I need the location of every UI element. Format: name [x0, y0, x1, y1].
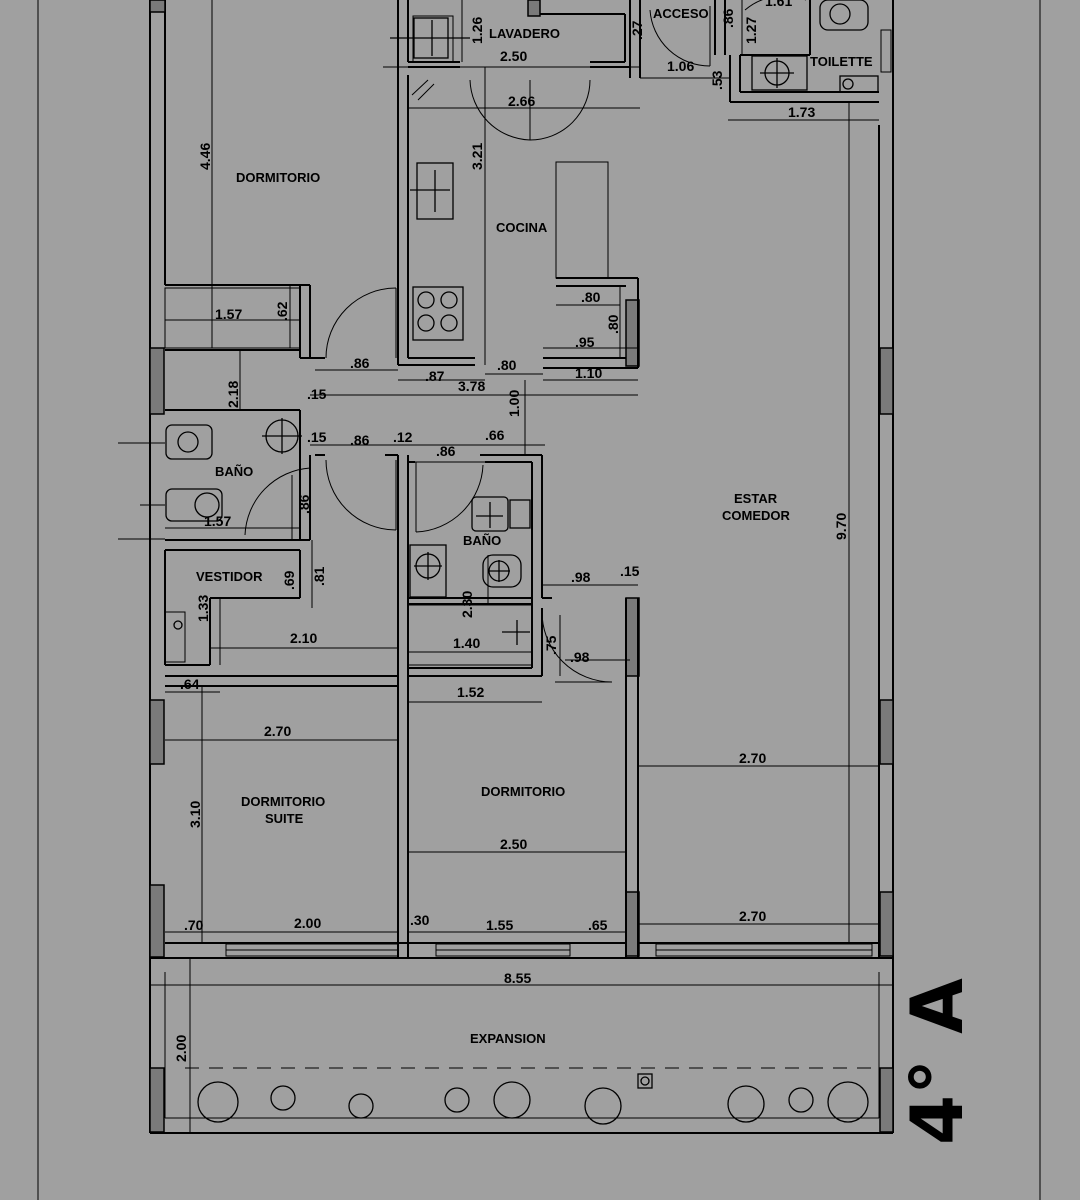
- dim-label: .95: [575, 334, 595, 350]
- dim-label: 3.21: [469, 143, 485, 170]
- dim-label: 3.10: [187, 801, 203, 828]
- dim-label: .15: [307, 386, 327, 402]
- columns: [149, 0, 894, 1133]
- room-label-dormitorio-top: DORMITORIO: [236, 170, 320, 185]
- dim-label: 2.18: [225, 381, 241, 408]
- dim-label: .80: [605, 314, 621, 334]
- dim-label: .80: [497, 357, 517, 373]
- dim-label: .30: [410, 912, 430, 928]
- dim-label: 2.70: [739, 908, 766, 924]
- dim-label: 1.57: [215, 306, 242, 322]
- dim-label: .81: [311, 566, 327, 586]
- dim-label: 2.10: [290, 630, 317, 646]
- room-label-estar: ESTAR: [734, 491, 778, 506]
- dim-label: 1.57: [204, 513, 231, 529]
- room-label-dormitorio-suite: DORMITORIO: [241, 794, 325, 809]
- dim-label: .98: [570, 649, 590, 665]
- dim-label: 2.50: [500, 836, 527, 852]
- dim-label: .70: [184, 917, 204, 933]
- dim-label: .87: [425, 368, 445, 384]
- dim-label: 1.55: [486, 917, 513, 933]
- dim-label: 3.78: [458, 378, 485, 394]
- doors: [244, 0, 806, 683]
- dim-label: 2.00: [294, 915, 321, 931]
- vertical-dimension-labels: 1.26 .27 .86 1.27 .53 4.46 3.21 .80 .62 …: [173, 8, 849, 1062]
- dim-label: .53: [709, 70, 725, 90]
- windows: [225, 29, 892, 957]
- fixtures: [118, 0, 879, 645]
- dim-label: .86: [720, 8, 736, 28]
- closets: [164, 15, 609, 666]
- room-label-bano-1: BAÑO: [215, 464, 253, 479]
- planters: [185, 1067, 879, 1125]
- dim-label: .15: [307, 429, 327, 445]
- dim-label: .12: [393, 429, 413, 445]
- dim-label: 1.27: [743, 17, 759, 44]
- dim-label: 1.52: [457, 684, 484, 700]
- dim-label: .69: [281, 570, 297, 590]
- dim-label: .65: [588, 917, 608, 933]
- dim-label: .98: [571, 569, 591, 585]
- dim-label: 2.30: [459, 591, 475, 618]
- dim-label: 8.55: [504, 970, 531, 986]
- room-label-toilette: TOILETTE: [810, 54, 873, 69]
- dim-label: .15: [620, 563, 640, 579]
- dim-label: .27: [629, 20, 645, 40]
- dim-label: .66: [485, 427, 505, 443]
- dim-label: 1.40: [453, 635, 480, 651]
- dim-label: .80: [581, 289, 601, 305]
- dim-label: 1.61: [765, 0, 792, 9]
- dim-label: 2.70: [264, 723, 291, 739]
- room-label-suite: SUITE: [265, 811, 304, 826]
- dim-label: 2.70: [739, 750, 766, 766]
- dim-label: 1.26: [469, 17, 485, 44]
- dim-label: 2.00: [173, 1035, 189, 1062]
- dimension-lines: [150, 0, 893, 1133]
- room-label-expansion: EXPANSION: [470, 1031, 546, 1046]
- dim-label: 1.00: [506, 390, 522, 417]
- dim-label: 9.70: [833, 513, 849, 540]
- dim-label: 2.50: [500, 48, 527, 64]
- dim-label: 1.73: [788, 104, 815, 120]
- dim-label: .64: [180, 676, 200, 692]
- room-label-lavadero: LAVADERO: [489, 26, 560, 41]
- room-label-bano-2: BAÑO: [463, 533, 501, 548]
- room-label-vestidor: VESTIDOR: [196, 569, 263, 584]
- room-label-comedor: COMEDOR: [722, 508, 791, 523]
- dim-label: 1.06: [667, 58, 694, 74]
- room-label-dormitorio-mid: DORMITORIO: [481, 784, 565, 799]
- outer-walls: [149, 0, 894, 1134]
- dim-label: 2.66: [508, 93, 535, 109]
- dim-label: .75: [543, 635, 559, 655]
- dim-label: .86: [350, 355, 370, 371]
- dimension-labels: 2.50 1.06 1.73 2.66 1.61 .80 1.57 .95 .8…: [180, 0, 815, 986]
- dim-label: .86: [436, 443, 456, 459]
- dim-label: .86: [296, 494, 312, 514]
- dim-label: 4.46: [197, 143, 213, 170]
- room-label-cocina: COCINA: [496, 220, 548, 235]
- unit-title: 4° A: [895, 978, 979, 1145]
- dim-label: .62: [274, 301, 290, 321]
- dim-label: .86: [350, 432, 370, 448]
- dim-label: 1.33: [195, 595, 211, 622]
- dim-label: 1.10: [575, 365, 602, 381]
- room-label-acceso: ACCESO: [653, 6, 709, 21]
